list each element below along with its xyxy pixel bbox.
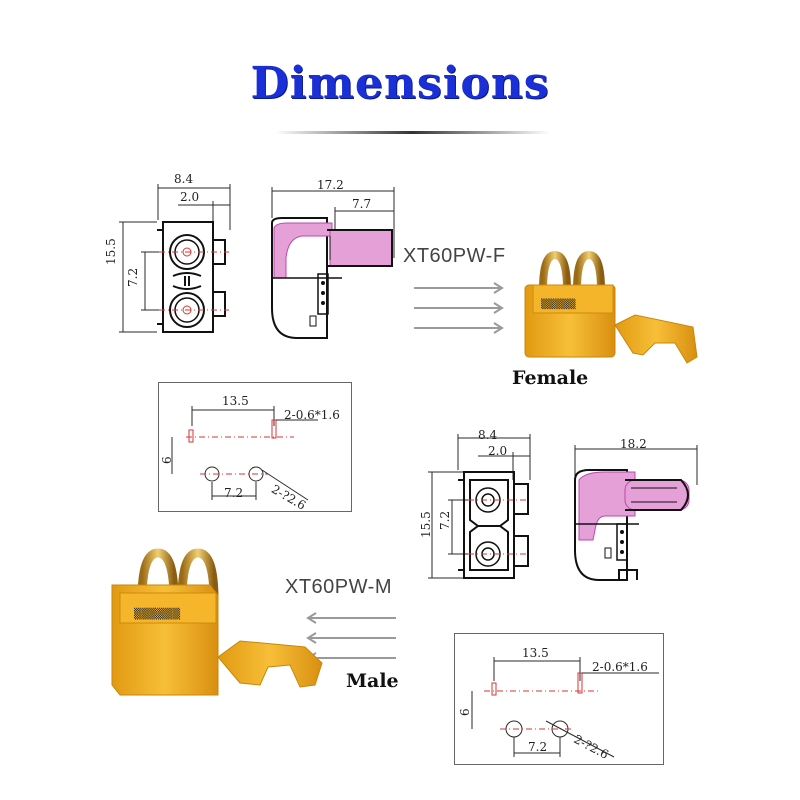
female-front-width-total-label: 8.4 (174, 172, 194, 186)
female-part-label: XT60PW-F (403, 245, 506, 267)
male-front-width-total-label: 8.4 (478, 428, 498, 442)
title-underline (275, 131, 550, 134)
male-part-label: XT60PW-M (285, 576, 392, 598)
male-footprint-row-spacing-label: 6 (458, 708, 472, 716)
female-arrows (414, 282, 504, 334)
embossed-brand-text: ▒▒▒▒▒ (541, 298, 576, 310)
female-footprint-hole-pitch-label: 7.2 (224, 486, 244, 500)
arrow-left-icon (306, 612, 396, 624)
male-footprint-pin-distance-label: 13.5 (522, 646, 549, 660)
female-connector-image: ▒▒▒▒▒ (524, 250, 698, 364)
female-footprint-pin-distance-label: 13.5 (222, 394, 249, 408)
female-footprint-slot-spec-label: 2-0.6*1.6 (284, 408, 340, 422)
female-footprint-drawing (171, 406, 318, 501)
male-front-pin-pitch-label: 7.2 (438, 510, 452, 530)
female-front-width-offset-label: 2.0 (180, 190, 200, 204)
female-side-view-drawing (271, 187, 395, 339)
female-side-length-total-label: 17.2 (317, 178, 344, 192)
female-side-length-partial-label: 7.7 (352, 197, 372, 211)
male-gender-label: Male (346, 670, 399, 692)
page-title: Dimensions (250, 58, 550, 109)
male-front-view-drawing (428, 434, 531, 579)
male-connector-image: ▒▒▒▒▒▒ (111, 548, 323, 696)
female-front-view-drawing (119, 184, 231, 333)
female-front-body-outline (162, 221, 214, 333)
male-footprint-slot-spec-label: 2-0.6*1.6 (592, 660, 648, 674)
female-front-pin-pitch-label: 7.2 (126, 267, 140, 287)
male-front-body-outline (463, 471, 515, 579)
male-side-view-drawing (574, 445, 698, 581)
male-side-length-total-label: 18.2 (620, 437, 647, 451)
male-footprint-hole-pitch-label: 7.2 (528, 740, 548, 754)
male-footprint-drawing (471, 657, 659, 758)
female-footprint-box (158, 382, 352, 512)
arrow-right-icon (414, 322, 504, 334)
male-footprint-box (454, 633, 664, 765)
male-front-width-offset-label: 2.0 (488, 444, 508, 458)
arrow-right-icon (414, 282, 504, 294)
male-front-height-label: 15.5 (419, 511, 433, 538)
female-gender-label: Female (512, 367, 589, 389)
female-footprint-row-spacing-label: 6 (160, 456, 174, 464)
arrow-left-icon (306, 632, 396, 644)
embossed-brand-text: ▒▒▒▒▒▒ (134, 607, 180, 620)
arrow-right-icon (414, 302, 504, 314)
female-front-height-label: 15.5 (104, 238, 118, 265)
